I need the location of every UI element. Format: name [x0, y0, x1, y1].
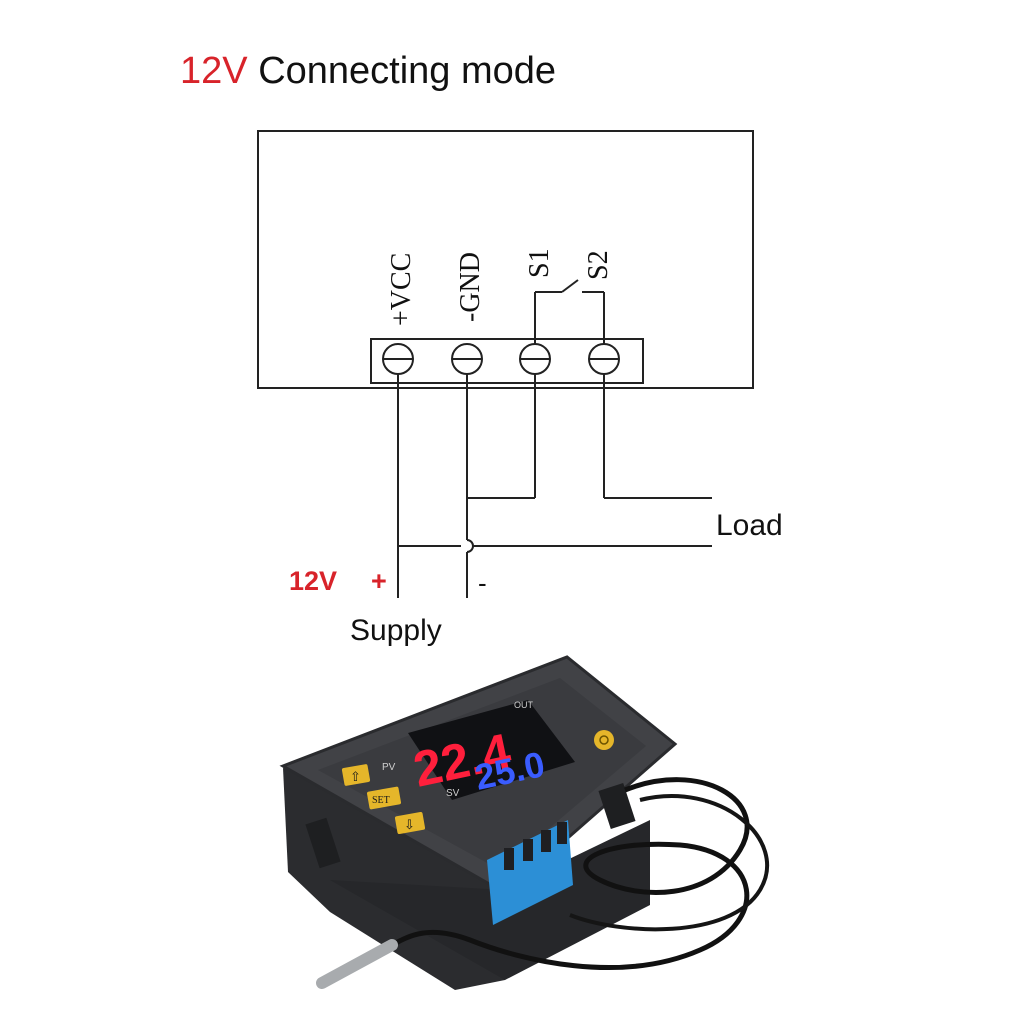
- device-up-button: ⇧: [341, 764, 371, 786]
- wiring-lines: [397, 374, 712, 598]
- down-arrow-icon: ⇩: [404, 817, 415, 832]
- relay-switch-symbol: [534, 279, 605, 344]
- load-label: Load: [716, 509, 783, 542]
- terminal-label-vcc: +VCC: [386, 253, 417, 326]
- controller-box: [257, 130, 754, 389]
- device-terminal-block: [487, 820, 573, 925]
- terminal-screw-s1: [519, 343, 551, 375]
- supply-label: Supply: [350, 614, 442, 647]
- out-label: OUT: [514, 700, 534, 710]
- device-down-button: ⇩: [394, 812, 426, 834]
- title-text: Connecting mode: [258, 50, 557, 92]
- terminal-screw-vcc: [382, 343, 414, 375]
- device-power-button: [594, 730, 614, 750]
- terminal-label-gnd: -GND: [455, 252, 486, 322]
- terminal-screw-s2: [588, 343, 620, 375]
- device-clip-right: [598, 782, 636, 830]
- terminal-screws-photo: [504, 822, 567, 870]
- probe-cable: [390, 777, 750, 970]
- sv-label: SV: [446, 788, 460, 799]
- display-window: [408, 700, 575, 800]
- up-arrow-icon: ⇧: [350, 769, 361, 784]
- terminal-label-s2: S2: [583, 250, 614, 280]
- thermostat-device-photo: 22.4 25.0 PV SV OUT ⇧ SET ⇩: [279, 655, 769, 990]
- supply-plus-label: +: [371, 566, 387, 596]
- terminal-label-s1: S1: [524, 248, 555, 278]
- probe-tip: [316, 939, 398, 989]
- set-button-label: SET: [372, 795, 390, 806]
- device-clip-left: [305, 817, 341, 869]
- device-set-button: SET: [366, 786, 402, 810]
- title-voltage: 12V: [180, 50, 248, 92]
- terminal-screw-gnd: [451, 343, 483, 375]
- probe-cable-loop: [569, 794, 769, 932]
- supply-voltage-label: 12V: [289, 566, 337, 596]
- page-title: 12V Connecting mode: [180, 52, 556, 90]
- pv-label: PV: [382, 762, 396, 773]
- supply-minus-label: -: [478, 568, 487, 598]
